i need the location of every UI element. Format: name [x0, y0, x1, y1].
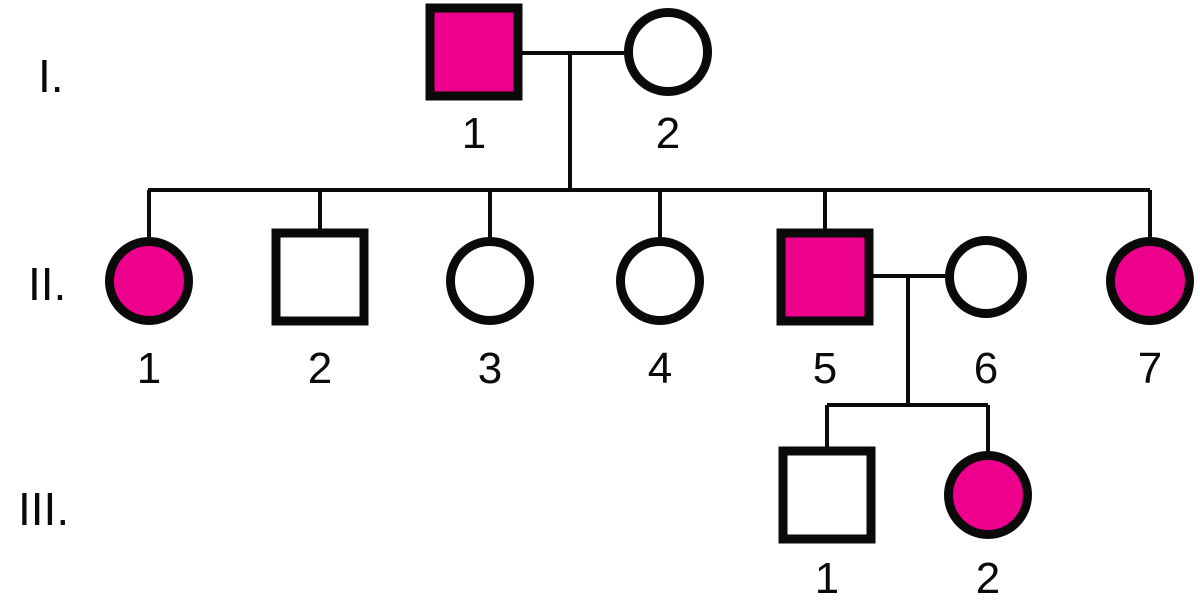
individual-III-1-male-unaffected-symbol[interactable]	[778, 446, 876, 544]
individual-II-7-female-affected-symbol[interactable]	[1106, 237, 1194, 325]
generation-labels-group: I. II. III.	[18, 50, 69, 535]
connection-lines-group	[147, 51, 1152, 455]
individual-II-4-female-unaffected-symbol[interactable]	[616, 237, 704, 325]
individual-I-2-number-label: 2	[656, 109, 680, 158]
generation-label-gen-1: I.	[38, 50, 64, 102]
individual-II-5-number-label: 5	[813, 344, 837, 393]
individual-II-5-male-affected-symbol[interactable]	[776, 228, 874, 326]
individual-III-1-number-label: 1	[815, 554, 839, 603]
individual-II-3-female-unaffected-symbol[interactable]	[446, 237, 534, 325]
generation-label-gen-2: II.	[28, 258, 66, 310]
individual-I-2-female-unaffected-symbol[interactable]	[624, 8, 712, 96]
individual-III-2-female-affected-symbol[interactable]	[944, 451, 1032, 539]
individual-number-labels-group: 1 2 1 2 3 4 5 6 7 1 2	[137, 109, 1162, 603]
individual-II-2-number-label: 2	[308, 344, 332, 393]
individual-II-3-number-label: 3	[478, 344, 502, 393]
individual-II-4-number-label: 4	[648, 344, 672, 393]
individual-II-1-female-affected-symbol[interactable]	[105, 237, 193, 325]
individual-II-1-number-label: 1	[137, 344, 161, 393]
individual-II-7-number-label: 7	[1138, 344, 1162, 393]
individual-III-2-number-label: 2	[976, 554, 1000, 603]
individual-II-6-female-unaffected-symbol[interactable]	[945, 236, 1027, 318]
generation-label-gen-3: III.	[18, 483, 69, 535]
individual-I-1-number-label: 1	[462, 109, 486, 158]
individual-II-6-number-label: 6	[974, 344, 998, 393]
individual-I-1-male-affected-symbol[interactable]	[425, 3, 523, 101]
individual-II-2-male-unaffected-symbol[interactable]	[271, 228, 369, 326]
individual-symbols-group	[105, 3, 1194, 544]
